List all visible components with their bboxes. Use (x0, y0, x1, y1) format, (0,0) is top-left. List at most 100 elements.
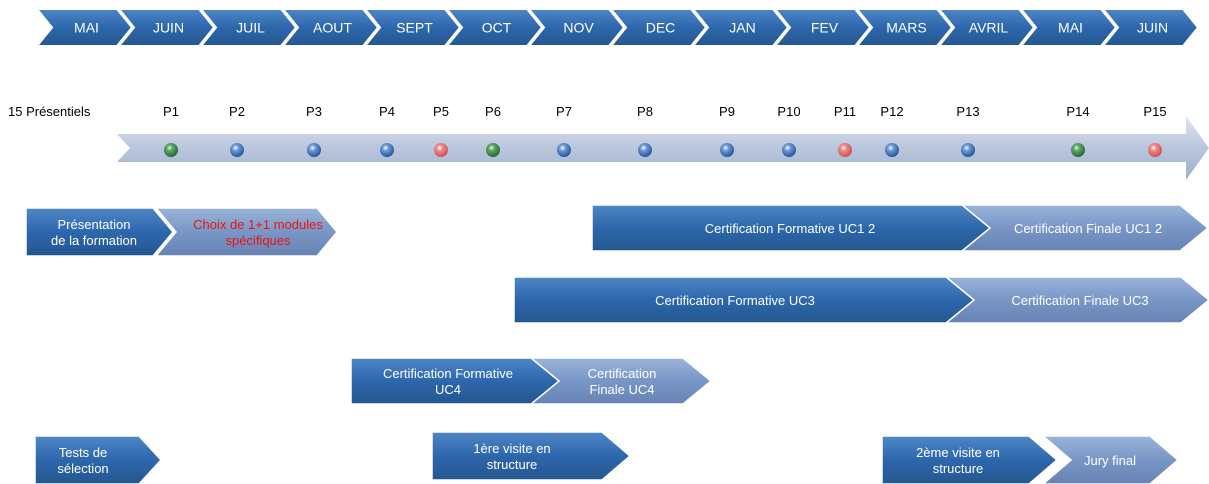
phase-label: 1ère visite en (473, 441, 550, 456)
session-dot-blue (638, 143, 652, 157)
phase-label: Jury final (1084, 453, 1136, 468)
sessions-label: 15 Présentiels (8, 104, 91, 119)
session-label: P10 (777, 104, 800, 119)
month-chevron: NOV (526, 8, 626, 47)
session-dot-blue (885, 143, 899, 157)
phase-bar-cert-fin-uc3: Certification Finale UC3 (943, 276, 1209, 324)
phase-shape (25, 207, 174, 257)
phase-shape (1040, 435, 1180, 484)
month-chevron: FEV (772, 8, 872, 47)
phase-bar-jury: Jury final (1040, 435, 1180, 484)
session-label: P2 (229, 104, 245, 119)
month-chevron: JAN (690, 8, 790, 47)
phase-label: Certification Finale UC1 2 (1014, 221, 1162, 236)
phase-label: UC4 (435, 382, 461, 397)
month-chevron: JUIL (198, 8, 298, 47)
session-label: P3 (306, 104, 322, 119)
month-label: NOV (563, 20, 594, 36)
month-chevron: AVRIL (936, 8, 1036, 47)
month-label: FEV (811, 20, 839, 36)
phase-label: Certification Formative UC3 (655, 293, 815, 308)
session-label: P5 (433, 104, 449, 119)
phase-shape (881, 435, 1059, 484)
phase-bar-cert-form-uc12: Certification Formative UC1 2 (591, 204, 993, 252)
phase-bar-cert-form-uc3: Certification Formative UC3 (513, 276, 986, 324)
phase-label: Tests de (59, 445, 107, 460)
month-chevron: MAI (1018, 8, 1118, 47)
session-dot-green (486, 143, 500, 157)
phase-label: Finale UC4 (589, 382, 654, 397)
session-label: P6 (485, 104, 501, 119)
session-dot-blue (961, 143, 975, 157)
session-dot-green (1071, 143, 1085, 157)
phase-shape (959, 204, 1209, 252)
phase-label: Certification Finale UC3 (1011, 293, 1148, 308)
session-dot-blue (380, 143, 394, 157)
phase-shape (431, 431, 632, 481)
month-label: MAI (74, 20, 99, 36)
phase-label: 2ème visite en (916, 445, 1000, 460)
month-label: AOUT (313, 20, 352, 36)
phase-shape (528, 357, 713, 405)
month-label: MAI (1058, 20, 1083, 36)
phase-label: structure (487, 457, 538, 472)
month-label: JUIL (236, 20, 265, 36)
session-label: P8 (637, 104, 653, 119)
phase-bar-cert-fin-uc12: Certification Finale UC1 2 (959, 204, 1209, 252)
session-dot-red (838, 143, 852, 157)
session-dot-blue (720, 143, 734, 157)
session-label: P9 (719, 104, 735, 119)
phase-label: Présentation (58, 217, 131, 232)
session-label: P14 (1066, 104, 1089, 119)
phase-shape (350, 357, 570, 405)
month-chevron: MARS (854, 8, 954, 47)
phase-shape (943, 276, 1209, 324)
month-label: SEPT (396, 20, 433, 36)
session-dot-red (1148, 143, 1162, 157)
month-label: JUIN (153, 20, 184, 36)
month-label: DEC (646, 20, 676, 36)
month-chevron: MAI (34, 8, 134, 47)
phase-label: structure (933, 461, 984, 476)
session-label: P1 (163, 104, 179, 119)
phase-label: de la formation (51, 233, 137, 248)
session-dot-blue (307, 143, 321, 157)
month-label: JAN (729, 20, 755, 36)
phase-label: Certification Formative (383, 366, 513, 381)
phase-shape (154, 207, 338, 257)
phase-label: spécifiques (225, 233, 291, 248)
month-chevron: JUIN (116, 8, 216, 47)
phase-shape (34, 435, 163, 484)
session-label: P13 (956, 104, 979, 119)
session-dot-blue (782, 143, 796, 157)
timeline-arrow (117, 116, 1209, 180)
month-label: AVRIL (969, 20, 1009, 36)
session-dot-red (434, 143, 448, 157)
month-label: MARS (886, 20, 926, 36)
month-label: JUIN (1137, 20, 1168, 36)
month-chevron: DEC (608, 8, 708, 47)
month-chevron: SEPT (362, 8, 462, 47)
month-label: OCT (482, 20, 512, 36)
phase-label: Choix de 1+1 modules (193, 217, 323, 232)
session-label: P7 (556, 104, 572, 119)
month-chevron: AOUT (280, 8, 380, 47)
session-label: P12 (880, 104, 903, 119)
phase-label: sélection (57, 461, 108, 476)
month-chevron: JUIN (1100, 8, 1200, 47)
month-chevron: OCT (444, 8, 544, 47)
session-label: P15 (1143, 104, 1166, 119)
phase-label: Certification (588, 366, 657, 381)
session-dot-blue (230, 143, 244, 157)
session-dot-green (164, 143, 178, 157)
session-dot-blue (557, 143, 571, 157)
phase-label: Certification Formative UC1 2 (705, 221, 876, 236)
session-label: P11 (834, 104, 856, 119)
